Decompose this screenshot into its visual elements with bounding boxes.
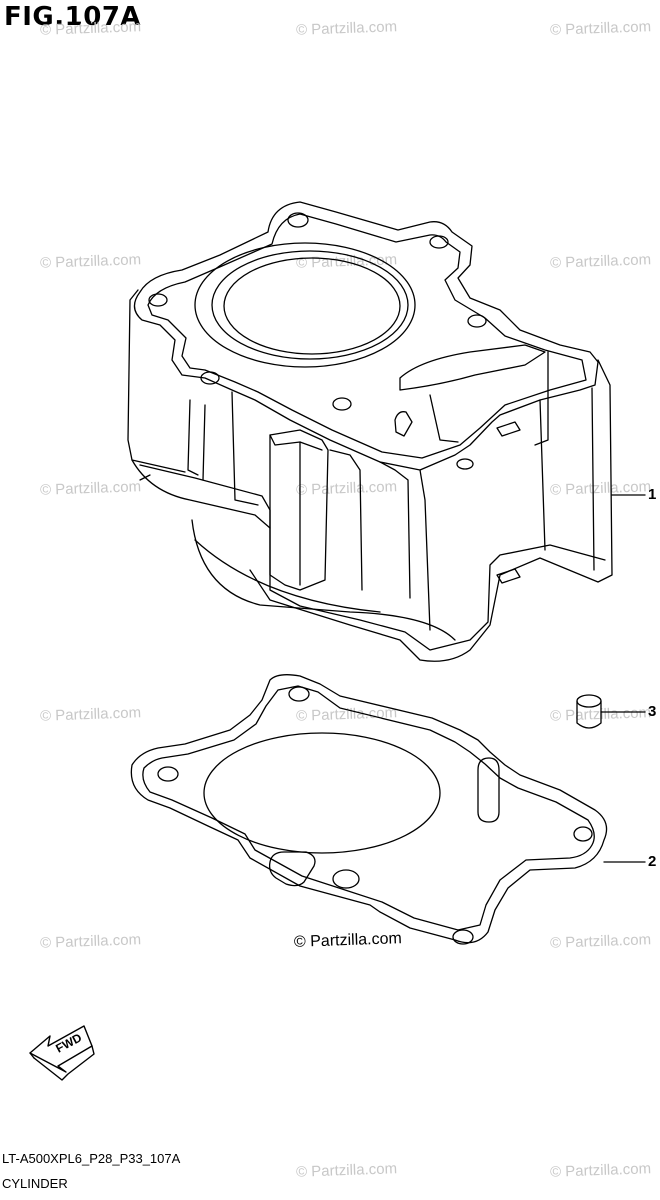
fwd-arrow-icon (29, 1025, 95, 1081)
figure-name: CYLINDER (2, 1176, 68, 1191)
callout-2: 2 (648, 853, 657, 870)
cylinder-part (127, 201, 646, 662)
watermark-main: © Partzilla.com (293, 930, 403, 951)
callout-1: 1 (648, 486, 657, 503)
figure-title: FIG.107A (4, 2, 142, 32)
callout-3: 3 (648, 703, 657, 720)
dowel-pin-part (576, 694, 646, 729)
gasket-part (130, 674, 646, 945)
figure-code: LT-A500XPL6_P28_P33_107A (2, 1151, 181, 1166)
